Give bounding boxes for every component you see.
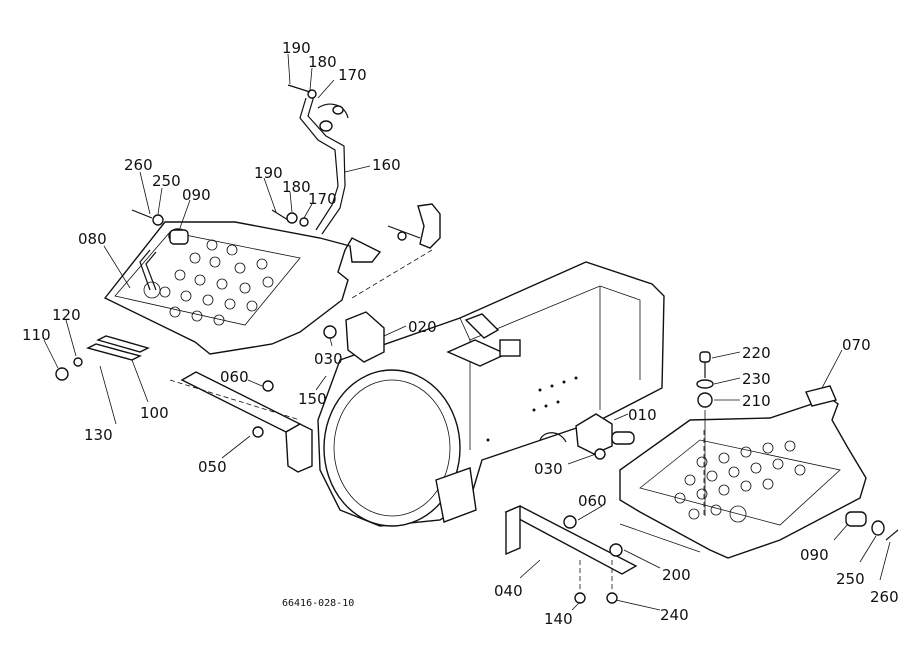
callout-220: 220 [742, 344, 771, 362]
callout-110: 110 [22, 326, 51, 344]
callout-260-left: 260 [124, 156, 153, 174]
transmission-housing [317, 261, 665, 527]
callout-160: 160 [372, 156, 401, 174]
callout-050: 050 [198, 458, 227, 476]
callout-090-right: 090 [800, 546, 829, 564]
callout-240: 240 [660, 606, 689, 624]
mid-pin-group [271, 209, 309, 227]
bracket-010 [539, 413, 635, 460]
callout-180-top: 180 [308, 53, 337, 71]
callout-130: 130 [84, 426, 113, 444]
callout-010: 010 [628, 406, 657, 424]
callout-170-mid: 170 [308, 190, 337, 208]
callout-090-left: 090 [182, 186, 211, 204]
right-step-holes [674, 440, 806, 523]
callout-180-mid: 180 [282, 178, 311, 196]
callout-060-right: 060 [578, 492, 607, 510]
bracket-020 [323, 311, 385, 363]
callout-120: 120 [52, 306, 81, 324]
drawing-code: 66416-028-10 [282, 598, 354, 609]
callout-080: 080 [78, 230, 107, 248]
left-step-holes [143, 239, 274, 326]
right-bushing-group [845, 511, 899, 541]
callout-070: 070 [842, 336, 871, 354]
callout-020: 020 [408, 318, 437, 336]
callout-100: 100 [140, 404, 169, 422]
callout-150: 150 [298, 390, 327, 408]
callout-030-right: 030 [534, 460, 563, 478]
callout-labels: 190 180 170 160 260 250 090 190 180 170 … [22, 39, 899, 628]
callout-230: 230 [742, 370, 771, 388]
callout-260-right: 260 [870, 588, 899, 606]
left-step-plate [103, 221, 382, 355]
bracket-050 [169, 371, 313, 473]
bracket-040 [504, 504, 638, 604]
right-step-plate [619, 385, 867, 559]
callout-210: 210 [742, 392, 771, 410]
left-brackets [55, 335, 150, 381]
callout-200: 200 [662, 566, 691, 584]
callout-190-mid: 190 [254, 164, 283, 182]
callout-190-top: 190 [282, 39, 311, 57]
left-bushing-group [131, 209, 189, 245]
callout-060-left: 060 [220, 368, 249, 386]
callout-250-right: 250 [836, 570, 865, 588]
callout-140: 140 [544, 610, 573, 628]
right-bolt-stack [696, 351, 714, 516]
pedal-rod [287, 84, 349, 235]
callout-040: 040 [494, 582, 523, 600]
leader-lines [43, 53, 891, 611]
upper-link-bracket [351, 203, 441, 299]
callout-170-top: 170 [338, 66, 367, 84]
callout-030-left: 030 [314, 350, 343, 368]
callout-250-left: 250 [152, 172, 181, 190]
